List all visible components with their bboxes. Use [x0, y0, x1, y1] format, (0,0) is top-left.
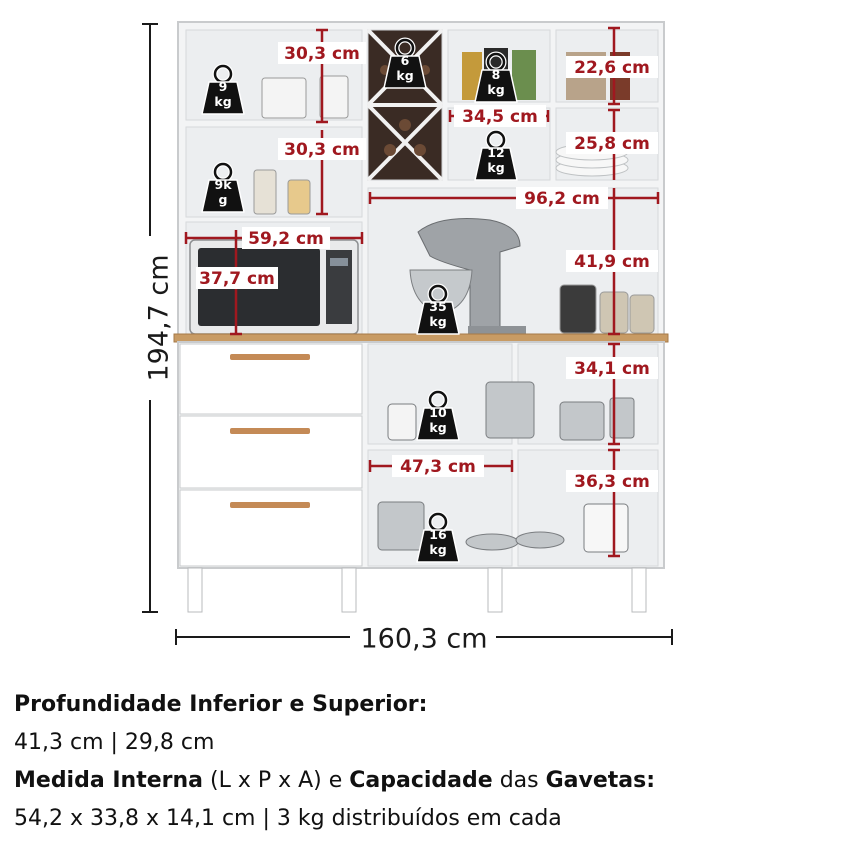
- leg-1: [187, 567, 203, 613]
- svg-text:35: 35: [429, 299, 446, 314]
- drawer-handle-3: [230, 502, 310, 508]
- dim-microwave-height: 37,7 cm: [199, 269, 275, 289]
- pots: [377, 381, 635, 553]
- internal-label: Medida Interna: [14, 768, 203, 793]
- overall-height-label: 194,7 cm: [144, 254, 175, 381]
- countertop: [173, 333, 669, 343]
- svg-text:10: 10: [429, 405, 447, 420]
- leg-3: [487, 567, 503, 613]
- svg-text:16: 16: [429, 527, 447, 542]
- drawer-2: [179, 415, 363, 489]
- svg-text:kg: kg: [487, 82, 504, 97]
- depth-value: 41,3 cm | 29,8 cm: [14, 730, 215, 755]
- drawer-3: [179, 489, 363, 567]
- svg-text:kg: kg: [429, 542, 446, 557]
- weight-icon-w7: 10 kg: [417, 392, 459, 440]
- depth-heading: Profundidade Inferior e Superior:: [14, 686, 844, 724]
- dimension-labels: 30,3 cm 30,3 cm 59,2 cm 37,7 cm 22,6 cm …: [199, 44, 650, 492]
- leg-2: [341, 567, 357, 613]
- wine-rack: [366, 28, 444, 182]
- dimension-label-backgrounds: [196, 42, 658, 492]
- svg-text:8: 8: [492, 67, 501, 82]
- dim-upper-right-mid: 25,8 cm: [574, 134, 650, 154]
- svg-text:kg: kg: [396, 68, 413, 83]
- weight-icon-w1: 9 kg: [202, 66, 244, 114]
- drawers-label: Gavetas:: [545, 768, 656, 793]
- product-info: Profundidade Inferior e Superior: 41,3 c…: [14, 686, 844, 838]
- svg-text:kg: kg: [487, 160, 504, 175]
- weight-icon-w8: 16 kg: [417, 514, 459, 562]
- weight-icon-w5: 9k g: [202, 164, 244, 212]
- svg-text:kg: kg: [214, 94, 231, 109]
- drawer-handle-2: [230, 428, 310, 434]
- dim-counter-niche-height: 41,9 cm: [574, 252, 650, 272]
- svg-text:kg: kg: [429, 420, 446, 435]
- dim-upper-left-bottom: 30,3 cm: [284, 140, 360, 160]
- internal-heading: Medida Interna (L x P x A) e Capacidade …: [14, 762, 844, 800]
- dim-upper-mid-width: 34,5 cm: [462, 107, 538, 127]
- internal-format: (L x P x A) e: [203, 768, 350, 793]
- overall-width-label: 160,3 cm: [360, 624, 487, 655]
- svg-text:kg: kg: [429, 314, 446, 329]
- capacity-mid: das: [492, 768, 546, 793]
- weight-icon-w4: 12 kg: [475, 132, 517, 180]
- weight-icon-w2: 6 kg: [384, 40, 426, 88]
- overall-width-line: [175, 629, 673, 645]
- dim-microwave-width: 59,2 cm: [248, 229, 324, 249]
- dim-lower-niche-width: 47,3 cm: [400, 457, 476, 477]
- svg-text:g: g: [219, 192, 228, 207]
- svg-text:12: 12: [487, 145, 504, 160]
- svg-text:6: 6: [401, 53, 410, 68]
- drawer-handle-1: [230, 354, 310, 360]
- drawer-values: 54,2 x 33,8 x 14,1 cm | 3 kg distribuído…: [14, 806, 562, 831]
- weight-icon-w6: 35 kg: [417, 286, 459, 334]
- overall-height-line: [142, 23, 158, 613]
- jars: [253, 75, 655, 334]
- dim-upper-left-top: 30,3 cm: [284, 44, 360, 64]
- dim-lower-niche-top: 34,1 cm: [574, 359, 650, 379]
- leg-4: [631, 567, 647, 613]
- dim-upper-span-width: 96,2 cm: [524, 189, 600, 209]
- dim-lower-niche-bottom: 36,3 cm: [574, 472, 650, 492]
- weight-icon-w3: 8 kg: [475, 54, 517, 102]
- cabinet-diagram: 194,7 cm 160,3 cm: [142, 21, 673, 655]
- svg-text:9k: 9k: [214, 177, 232, 192]
- capacity-label: Capacidade: [349, 768, 493, 793]
- depth-label: Profundidade Inferior e Superior:: [14, 692, 428, 717]
- svg-text:9: 9: [219, 79, 228, 94]
- dim-upper-right-top: 22,6 cm: [574, 58, 650, 78]
